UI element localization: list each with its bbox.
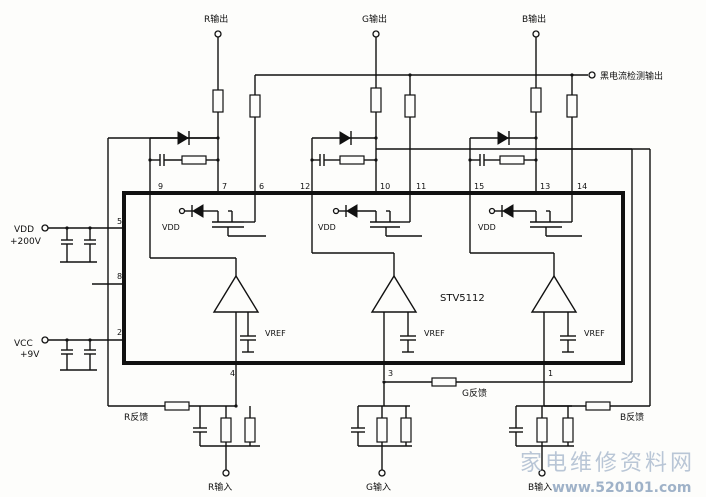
pin-14: 14	[577, 182, 587, 191]
g-input-terminal[interactable]	[378, 469, 386, 477]
pin-9: 9	[158, 182, 163, 191]
vdd-terminal[interactable]	[41, 224, 49, 232]
pin-13: 13	[540, 182, 550, 191]
vdd-value: +200V	[10, 237, 42, 247]
b-input-network: B输入	[509, 380, 574, 493]
pin-3: 3	[388, 369, 393, 378]
b-output-terminal[interactable]	[532, 30, 540, 38]
g-feedback-label: G反馈	[462, 387, 487, 399]
r-feedback-label: R反馈	[124, 411, 148, 423]
g-output-label: G输出	[362, 13, 387, 25]
r-output-terminal[interactable]	[214, 30, 222, 38]
b-feedback-label: B反馈	[620, 411, 644, 423]
pin-5: 5	[117, 217, 122, 226]
r-input-network: R输入	[193, 380, 260, 493]
g-vref-label: VREF	[424, 329, 445, 338]
r-feedback-loop: R反馈	[107, 137, 236, 423]
pin-12: 12	[300, 182, 310, 191]
g-output-terminal[interactable]	[372, 30, 380, 38]
chip-label: STV5112	[440, 293, 485, 304]
pin-10: 10	[380, 182, 390, 191]
pin-4: 4	[230, 369, 235, 378]
pin-2: 2	[117, 328, 122, 337]
g-channel: G输出 VDD	[310, 13, 445, 380]
pin-8: 8	[117, 272, 122, 281]
vdd-supply: VDD +200V	[10, 224, 124, 263]
g-internal-vdd: VDD	[318, 223, 336, 232]
vdd-label: VDD	[14, 225, 34, 235]
vcc-terminal[interactable]	[41, 336, 49, 344]
b-output-label: B输出	[522, 13, 546, 25]
b-input-label: B输入	[528, 481, 552, 493]
pin-7: 7	[222, 182, 227, 191]
vcc-supply: VCC +9V	[14, 336, 124, 371]
black-current-bus: 黑电流检测输出	[254, 70, 663, 95]
b-input-terminal[interactable]	[538, 469, 546, 477]
b-vref-label: VREF	[584, 329, 605, 338]
black-output-terminal[interactable]	[588, 71, 596, 79]
r-input-terminal[interactable]	[222, 469, 230, 477]
vcc-label: VCC	[14, 339, 33, 349]
watermark-text: 家电维修资料网	[520, 451, 695, 476]
r-channel: R输出 VDD	[148, 13, 286, 380]
black-output-label: 黑电流检测输出	[600, 70, 663, 82]
g-input-label: G输入	[366, 481, 391, 493]
r-vref-label: VREF	[265, 329, 286, 338]
ic-outline	[122, 191, 625, 365]
vcc-value: +9V	[20, 350, 40, 360]
b-internal-vdd: VDD	[478, 223, 496, 232]
pin-6: 6	[259, 182, 264, 191]
r-output-label: R输出	[204, 13, 228, 25]
b-channel: B输出 VDD	[468, 13, 605, 380]
r-internal-vdd: VDD	[162, 223, 180, 232]
b-feedback-loop: B反馈	[536, 148, 651, 423]
r-input-label: R输入	[208, 481, 232, 493]
watermark-url: www.520101.com	[552, 480, 692, 496]
pin-11: 11	[416, 182, 426, 191]
pin-1: 1	[548, 369, 553, 378]
g-input-network: G输入	[351, 382, 412, 493]
pin-15: 15	[474, 182, 484, 191]
